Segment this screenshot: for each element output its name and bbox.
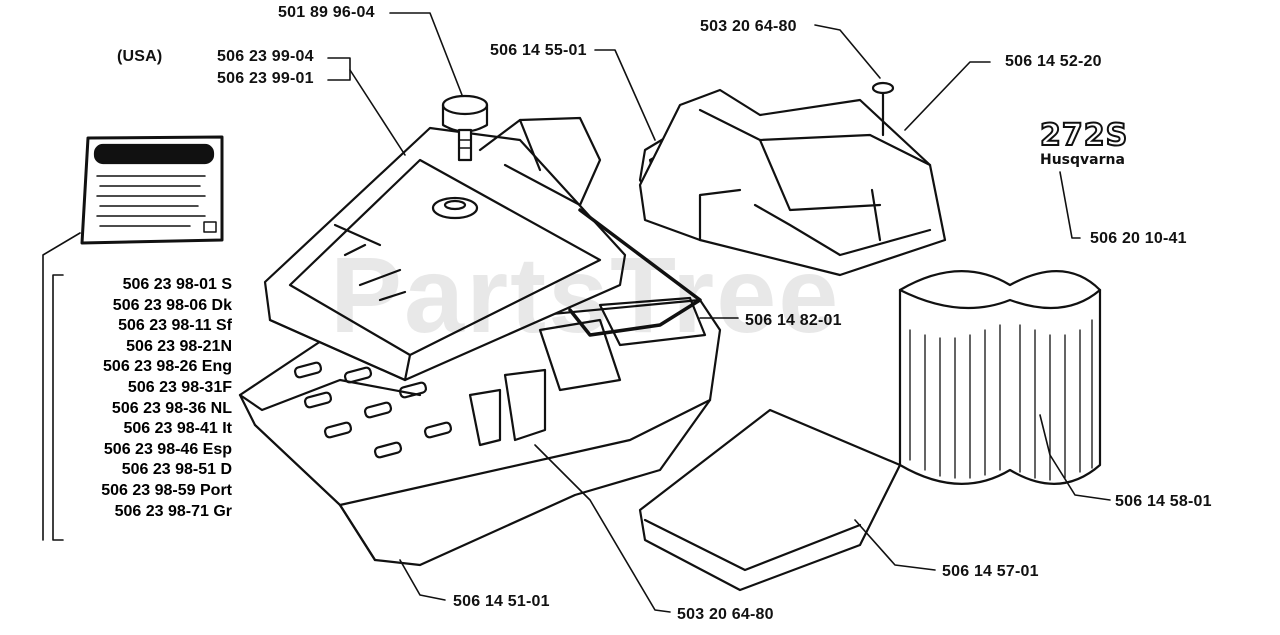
leader-lines: [327, 12, 1111, 613]
language-label-item[interactable]: 506 23 98-51 D: [121, 461, 232, 479]
part-label-gasket-top[interactable]: 506 14 55-01: [490, 42, 587, 59]
language-label-item[interactable]: 506 23 98-06 Dk: [112, 296, 232, 314]
language-label-item[interactable]: 506 23 98-71 Gr: [114, 502, 232, 520]
language-bracket: [42, 232, 81, 541]
decal-brand-text: Husqvarna: [1040, 152, 1125, 168]
language-label-item[interactable]: 506 23 98-36 NL: [111, 399, 232, 417]
watermark-text: PartsTree: [330, 234, 841, 355]
language-label-list: 506 23 98-01 S 506 23 98-06 Dk 506 23 98-1…: [70, 275, 232, 522]
region-note: (USA): [117, 48, 163, 65]
language-label-item[interactable]: 506 23 98-11 Sf: [118, 317, 232, 335]
part-label-fuel-cap[interactable]: 501 89 96-04: [278, 4, 375, 21]
language-label-item[interactable]: 506 23 98-59 Port: [101, 481, 232, 499]
language-label-item[interactable]: 506 23 98-26 Eng: [103, 358, 232, 376]
part-label-seal[interactable]: 506 14 82-01: [745, 312, 842, 329]
language-label-item[interactable]: 506 23 98-31F: [127, 378, 232, 396]
pre-filter-drawing: [638, 408, 902, 592]
model-decal: 272S Husqvarna: [1039, 118, 1170, 169]
instruction-label-drawing: [80, 135, 224, 245]
screw-top-drawing: [871, 81, 895, 137]
decal-model-text: 272S: [1039, 118, 1129, 153]
base-tray-drawing: [238, 296, 722, 567]
fuel-cap-drawing: [431, 94, 489, 220]
part-label-base[interactable]: 506 14 51-01: [453, 593, 550, 610]
part-label-cover-b[interactable]: 506 23 99-01: [217, 70, 314, 87]
language-label-item[interactable]: 506 23 98-46 Esp: [103, 440, 232, 458]
part-label-filter-housing[interactable]: 506 14 52-20: [1005, 53, 1102, 70]
language-label-item[interactable]: 506 23 98-01 S: [122, 276, 232, 293]
part-label-cover-a[interactable]: 506 23 99-04: [217, 48, 314, 65]
part-label-screw-bottom[interactable]: 503 20 64-80: [677, 606, 774, 623]
air-filter-drawing: [898, 270, 1102, 485]
part-label-decal[interactable]: 506 20 10-41: [1090, 230, 1187, 247]
filter-housing-drawing: [638, 88, 947, 277]
part-label-air-filter[interactable]: 506 14 58-01: [1115, 493, 1212, 510]
top-cover-drawing: [263, 116, 627, 382]
part-label-screw-top[interactable]: 503 20 64-80: [700, 18, 797, 35]
part-label-pre-filter[interactable]: 506 14 57-01: [942, 563, 1039, 580]
seal-drawing: [568, 208, 702, 337]
language-label-item[interactable]: 506 23 98-41 It: [123, 420, 232, 438]
language-label-item[interactable]: 506 23 98-21N: [126, 337, 232, 355]
